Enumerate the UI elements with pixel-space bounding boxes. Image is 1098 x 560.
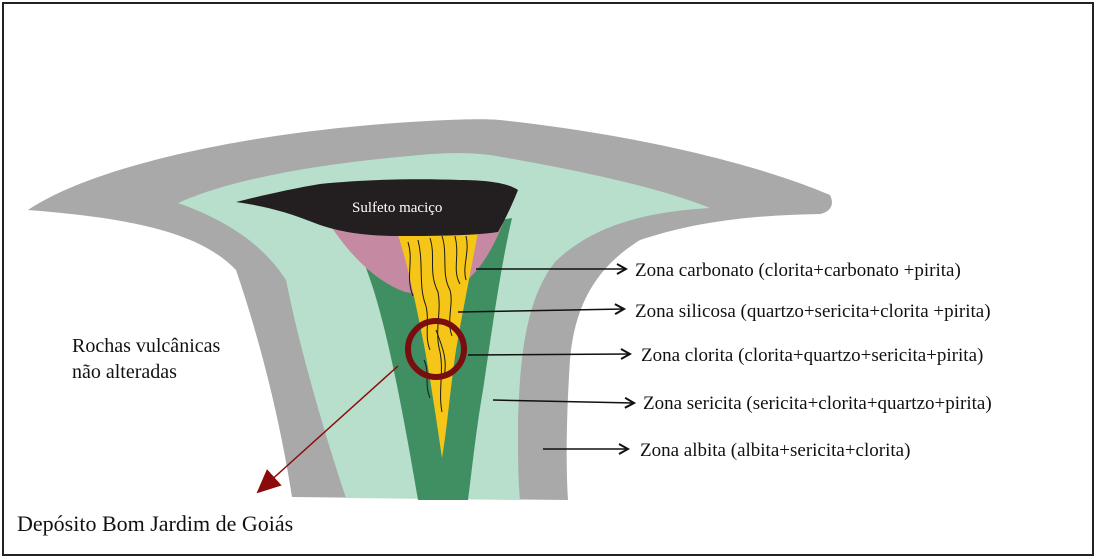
rock-label-line-1: Rochas vulcânicas — [72, 335, 220, 357]
zone-label-silicosa: Zona silicosa (quartzo+sericita+clorita … — [635, 301, 991, 322]
zone-label-clorita: Zona clorita (clorita+quartzo+sericita+p… — [641, 345, 983, 366]
deposit-name-label: Depósito Bom Jardim de Goiás — [17, 511, 293, 536]
massive-sulfide-label: Sulfeto maciço — [352, 200, 442, 216]
rock-label-line-2: não alteradas — [72, 361, 177, 383]
zone-label-albita: Zona albita (albita+sericita+clorita) — [640, 440, 910, 461]
zone-label-sericita: Zona sericita (sericita+clorita+quartzo+… — [643, 393, 992, 414]
leader-arrow-clorita — [468, 354, 630, 355]
zone-label-carbonato: Zona carbonato (clorita+carbonato +pirit… — [635, 260, 961, 281]
